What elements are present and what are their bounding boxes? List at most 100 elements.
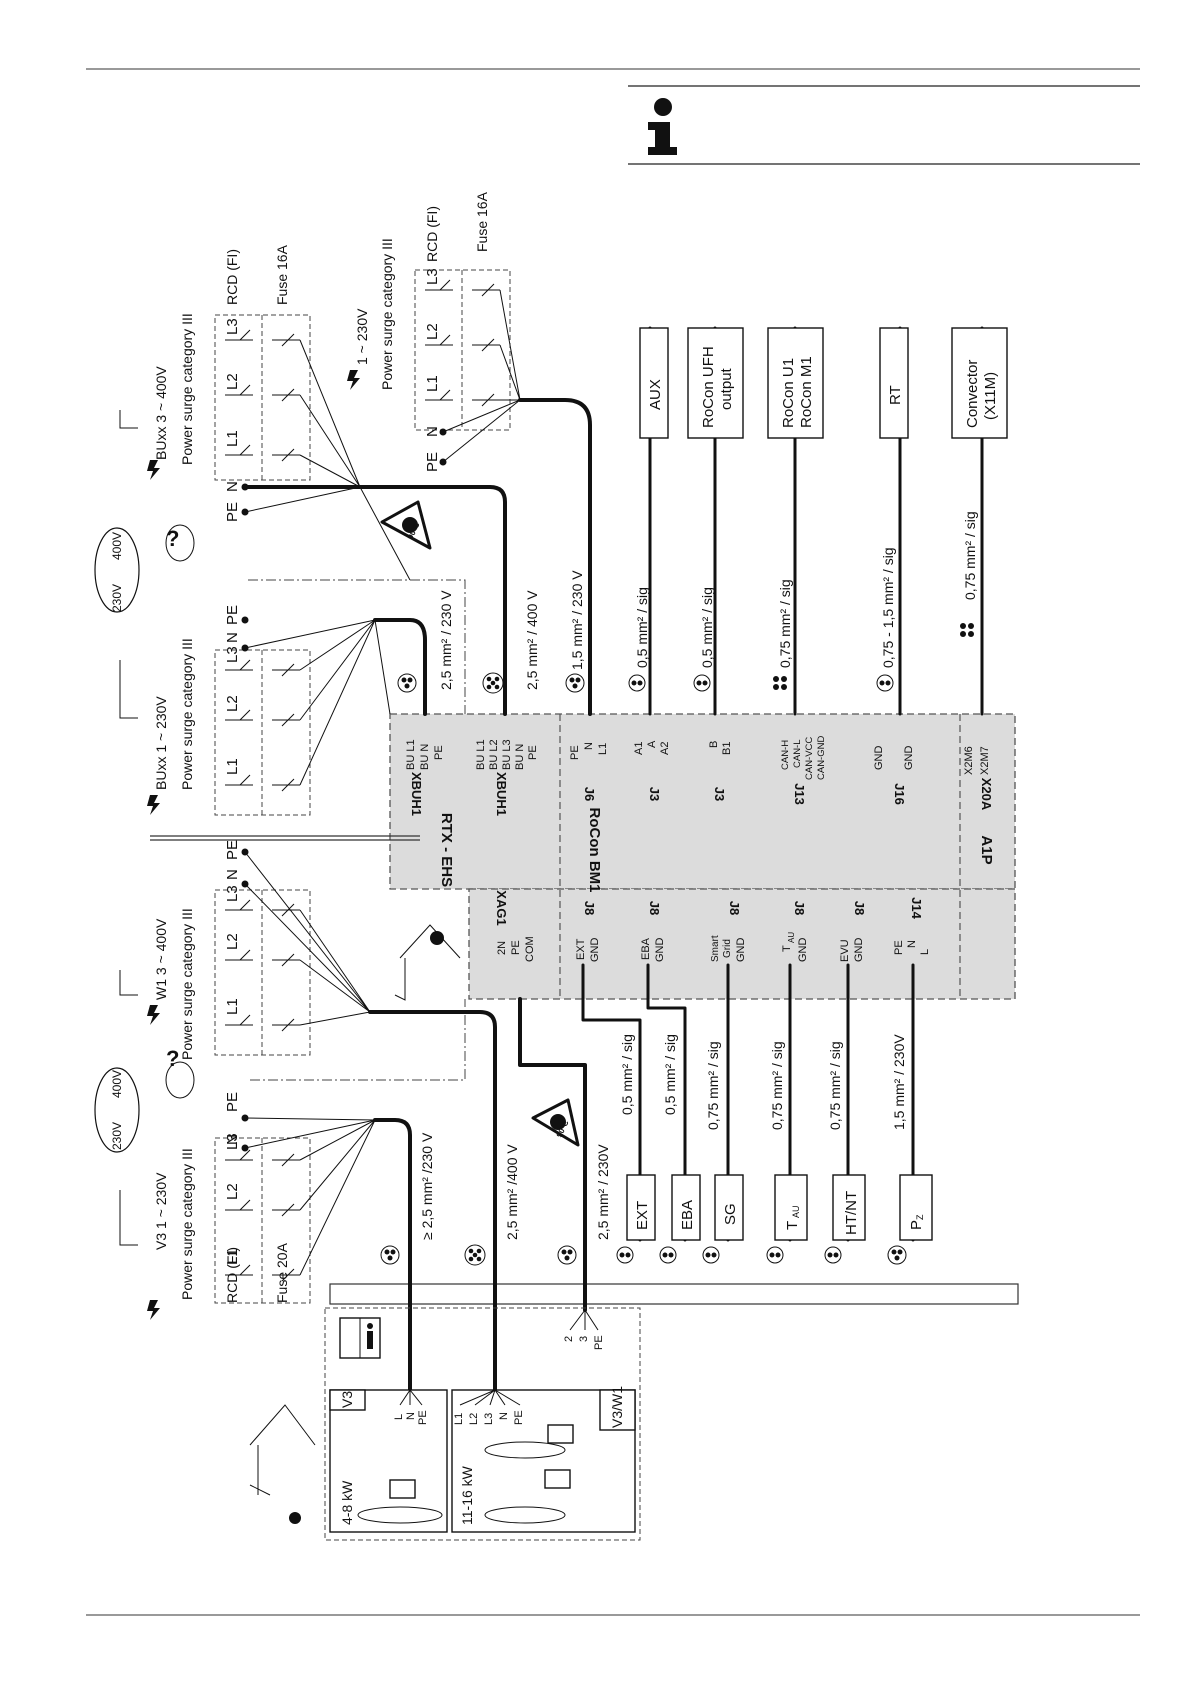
device-tau: T (784, 1221, 801, 1230)
fuse-label: Fuse 20A (274, 1242, 290, 1303)
pin-label: L2 (468, 1413, 480, 1425)
pin-label: PE (893, 940, 905, 955)
surge-label-v3: Power surge category III (179, 1148, 195, 1300)
pin-label: N (405, 1412, 417, 1420)
device-rocon-m1: RoCon M1 (798, 356, 815, 428)
devices-bottom (626, 1174, 933, 1241)
pin-label: EBA (640, 937, 652, 960)
pin-label: 2N (496, 941, 508, 955)
outdoor-v3-name: V3 (339, 1391, 355, 1408)
pin-label: COM (524, 936, 536, 962)
pole-label: L1 (224, 1248, 241, 1265)
manual-icon (339, 1317, 381, 1359)
supply-switches (214, 269, 511, 1304)
pin-label: CAN-GND (816, 736, 827, 780)
connector-j8: J8 (852, 901, 867, 915)
rcd-label: RCD (FI) (424, 206, 440, 262)
pin-label: T (781, 945, 793, 952)
surge-label-buxx3: Power surge category III (179, 313, 195, 465)
question-mark-icon: ? (166, 1046, 179, 1071)
outdoor-v3w1-name: V3/W1 (609, 1386, 625, 1428)
connector-j8: J8 (727, 901, 742, 915)
device-rocon-u1: RoCon U1 (780, 358, 797, 428)
pole-label: L2 (224, 695, 241, 712)
device-convector: Convector (964, 360, 981, 428)
temperature-badge-icon (380, 500, 580, 1147)
fan-wiring (244, 289, 521, 1276)
pin-label: AU (787, 932, 796, 943)
terminal-label: N (224, 632, 241, 643)
device-aux: AUX (647, 379, 664, 410)
surge-label-bm1: Power surge category III (379, 238, 395, 390)
connector-j13: J13 (792, 783, 807, 805)
cloud-text: 400V (110, 532, 124, 560)
pin-label: GND (797, 938, 809, 963)
supply-title-buxx3: BUxx 3 ~ 400V (153, 366, 169, 460)
lightning-icon (147, 370, 360, 1320)
pin-label: BU L2 (488, 739, 500, 770)
device-sg: SG (722, 1203, 739, 1225)
pin-label: BU L1 (405, 739, 417, 770)
pin-label: CAN-H (780, 740, 791, 770)
pole-label: L1 (224, 998, 241, 1015)
voltage-cloud-icon (94, 524, 195, 1153)
device-eba: EBA (679, 1200, 696, 1230)
device-rocon-ufh-output: output (718, 367, 735, 410)
outdoor-units (249, 1307, 641, 1541)
house-icon (394, 924, 461, 1001)
pin-label: GND (873, 746, 885, 771)
device-pz-sub: Z (915, 1214, 925, 1220)
device-convector-port: (X11M) (982, 372, 999, 420)
terminal-label: PE (424, 452, 441, 472)
separator-bar (329, 1283, 1019, 1305)
cable-label: 0,5 mm² / sig (662, 1034, 678, 1115)
cable-label: ≥ 2,5 mm² /230 V (419, 1132, 435, 1240)
pole-label: L1 (424, 375, 441, 392)
pin-label: GND (735, 938, 747, 963)
block-title-a1p: A1P (978, 835, 995, 864)
cable-label: 2,5 mm² /400 V (504, 1144, 520, 1240)
pin-label: L1 (453, 1413, 465, 1425)
pin-label: PE (417, 1410, 429, 1425)
pole-label: L1 (224, 758, 241, 775)
fuse-label: Fuse 16A (474, 191, 490, 252)
terminal-label: PE (224, 605, 241, 625)
pin-label: N (583, 742, 595, 750)
pin-label: A (646, 740, 658, 748)
pin-label: L3 (483, 1413, 495, 1425)
connector-xbuh1: XBUH1 (409, 772, 424, 816)
pin-label: EVU (839, 939, 851, 962)
devices-top (639, 327, 1008, 439)
pin-label: L (919, 949, 931, 955)
pin-label: X2M6 (963, 746, 975, 775)
info-icon (648, 98, 677, 155)
connector-j16: J16 (892, 783, 907, 805)
pole-label: L2 (224, 373, 241, 390)
pin-label: 3 (578, 1336, 590, 1342)
pin-label: L (393, 1414, 405, 1420)
connector-j14: J14 (909, 897, 924, 919)
cable-label: 1,5 mm² / 230 V (569, 570, 585, 670)
cable-label: 0,75 mm² / sig (777, 579, 793, 668)
power-cables (243, 398, 592, 1392)
question-mark-icon: ? (166, 526, 179, 551)
connector-j8: J8 (647, 901, 662, 915)
device-rocon-ufh: RoCon UFH (700, 346, 717, 428)
cable-label: 0,75 mm² / sig (769, 1041, 785, 1130)
pin-label: BU L3 (501, 739, 513, 770)
pin-label: X2M7 (979, 746, 991, 775)
pin-label: BU N (419, 744, 431, 770)
cable-label: 0,75 mm² / sig (962, 511, 978, 600)
pole-label: L3 (224, 1133, 241, 1150)
pin-label: PE (433, 745, 445, 760)
connector-x20a: X20A (979, 778, 994, 811)
supply-title-bm1: 1 ~ 230V (354, 308, 370, 365)
pin-label: PE (569, 745, 581, 760)
device-htnt: HT/NT (843, 1191, 860, 1235)
rtx-ehs-block (389, 713, 1016, 890)
block-title-rtx: RTX - EHS (438, 813, 455, 887)
connector-j3: J3 (647, 787, 662, 801)
surge-label-w1: Power surge category III (179, 908, 195, 1060)
terminal-label: PE (224, 1092, 241, 1112)
connector-xag1: XAG1 (494, 890, 509, 925)
